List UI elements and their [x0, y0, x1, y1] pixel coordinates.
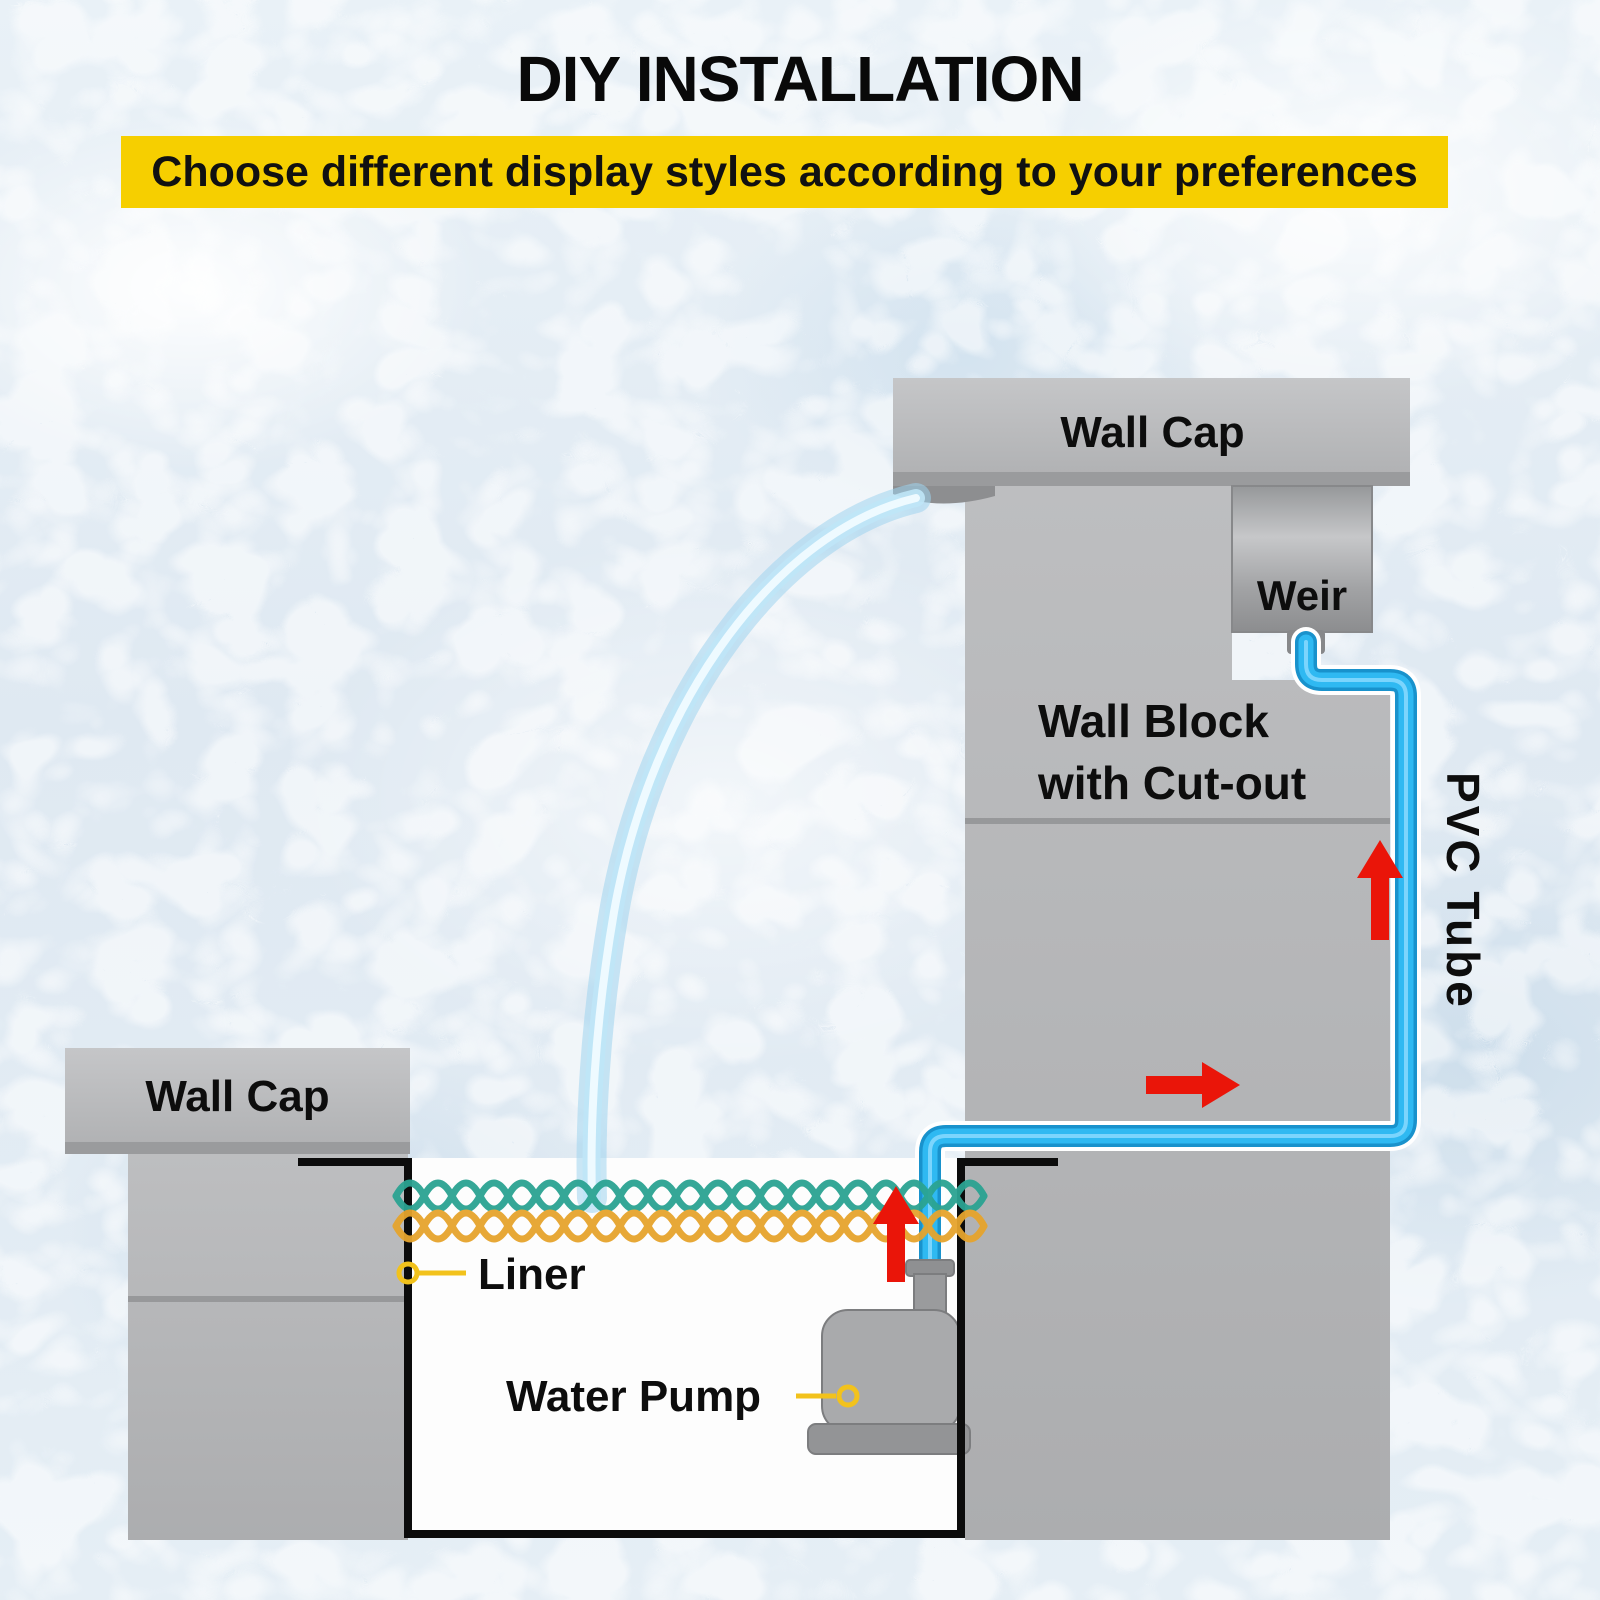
wall-block-label-line1: Wall Block: [1038, 695, 1269, 747]
wall-block-with-cutout: [965, 486, 1390, 1540]
flow-arrow-up-basin: [873, 1186, 919, 1282]
left-wall-block: [128, 1152, 408, 1540]
right-wall-cap-shadow: [893, 472, 1410, 486]
right-wall-cap: [893, 378, 1410, 478]
water-pump-label: Water Pump: [506, 1372, 762, 1421]
flow-arrow-right: [1146, 1062, 1240, 1108]
wall-block-label: Wall Block with Cut-out: [1038, 690, 1306, 814]
subtitle-banner-text: Choose different display styles accordin…: [151, 147, 1418, 196]
wave-teal-2: [392, 1179, 988, 1213]
pump-base: [807, 1423, 971, 1455]
subtitle-banner: Choose different display styles accordin…: [121, 136, 1448, 208]
left-wall-seam: [128, 1296, 408, 1302]
right-wall: [893, 378, 1410, 1540]
pump-body: [821, 1309, 961, 1433]
pvc-tube-label: PVC Tube: [1436, 772, 1489, 1010]
page-title: DIY INSTALLATION: [516, 43, 1084, 115]
liner-callout: [396, 1261, 466, 1285]
right-wall-cap-label: Wall Cap: [1060, 408, 1245, 457]
pvc-tube: [915, 627, 1421, 1299]
flow-arrows: [873, 840, 1403, 1282]
left-wall-cap: [65, 1048, 410, 1148]
left-wall-cap-label: Wall Cap: [145, 1072, 330, 1121]
wall-block-label-line2: with Cut-out: [1038, 757, 1307, 809]
left-wall-cap-shadow: [65, 1142, 410, 1154]
right-wall-seam-upper: [965, 818, 1390, 824]
liner-label: Liner: [478, 1250, 586, 1299]
flow-arrow-up-wall: [1357, 840, 1403, 940]
liner-outline: [298, 1158, 1058, 1538]
pump-callout: [796, 1384, 860, 1408]
weir-label: Weir: [1256, 572, 1348, 619]
weir-block: [1231, 485, 1373, 633]
wave-orange: [392, 1209, 988, 1243]
left-wall: [65, 1048, 410, 1540]
water-arc: [576, 483, 931, 1213]
callouts: [396, 1261, 860, 1408]
